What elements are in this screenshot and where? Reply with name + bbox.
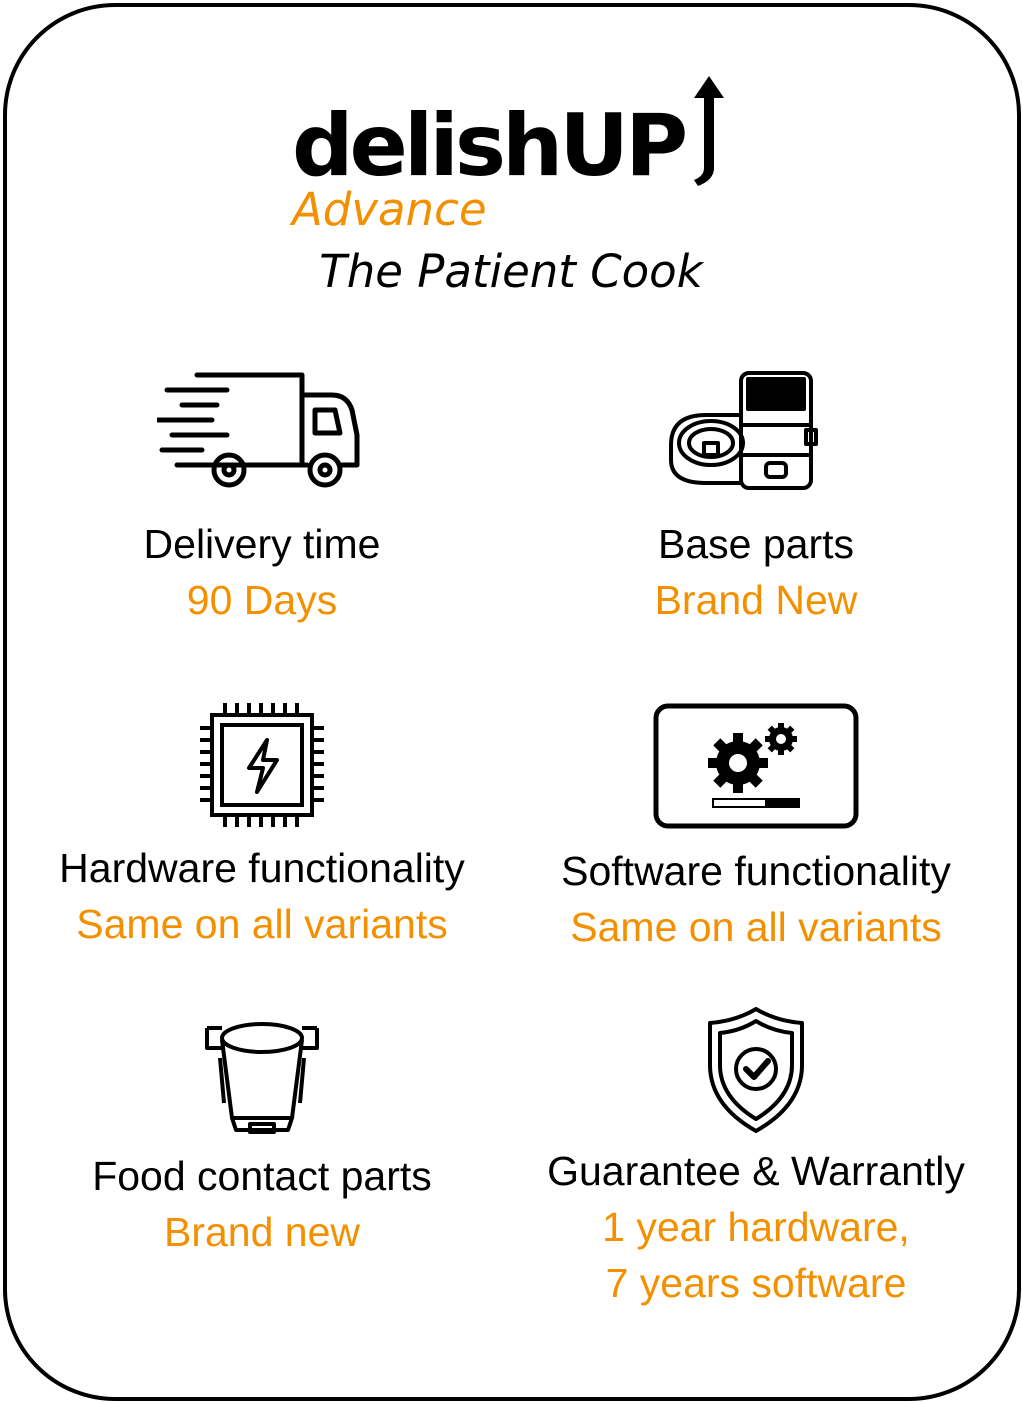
feature-value: Brand New [654,577,858,623]
brand-tagline: The Patient Cook [319,245,703,298]
feature-delivery-time: Delivery time 90 Days [12,365,512,628]
feature-value-secondary: 7 years software [605,1260,907,1306]
brand-edition: Advance [292,183,487,236]
feature-hardware-functionality: Hardware functionality Same on all varia… [12,700,512,952]
feature-value: Brand new [163,1209,360,1255]
feature-label: Software functionality [561,848,951,894]
delivery-truck-icon [157,372,360,488]
feature-label: Delivery time [143,521,381,567]
up-arrow-icon [694,76,724,186]
info-card [3,3,1021,1401]
brand-logo: delishUP [292,76,732,196]
kitchen-appliance-icon [669,371,818,490]
feature-base-parts: Base parts Brand New [506,365,1006,628]
software-gears-icon [653,703,859,829]
feature-value: Same on all variants [76,901,448,947]
brand-name: delishUP [292,96,688,196]
shield-check-icon [708,1007,804,1133]
feature-food-contact-parts: Food contact parts Brand new [12,1018,512,1260]
cooking-jar-icon [205,1022,319,1134]
feature-value: 1 year hardware, [602,1204,910,1250]
processor-chip-icon [200,703,324,827]
feature-value: 90 Days [186,577,338,623]
feature-guarantee-warranty: Guarantee & Warrantly 1 year hardware, 7… [506,1005,1006,1311]
feature-label: Base parts [658,521,854,567]
feature-label: Food contact parts [92,1153,432,1199]
feature-label: Guarantee & Warrantly [547,1148,965,1194]
feature-software-functionality: Software functionality Same on all varia… [506,703,1006,955]
feature-label: Hardware functionality [59,845,465,891]
feature-value: Same on all variants [570,904,942,950]
